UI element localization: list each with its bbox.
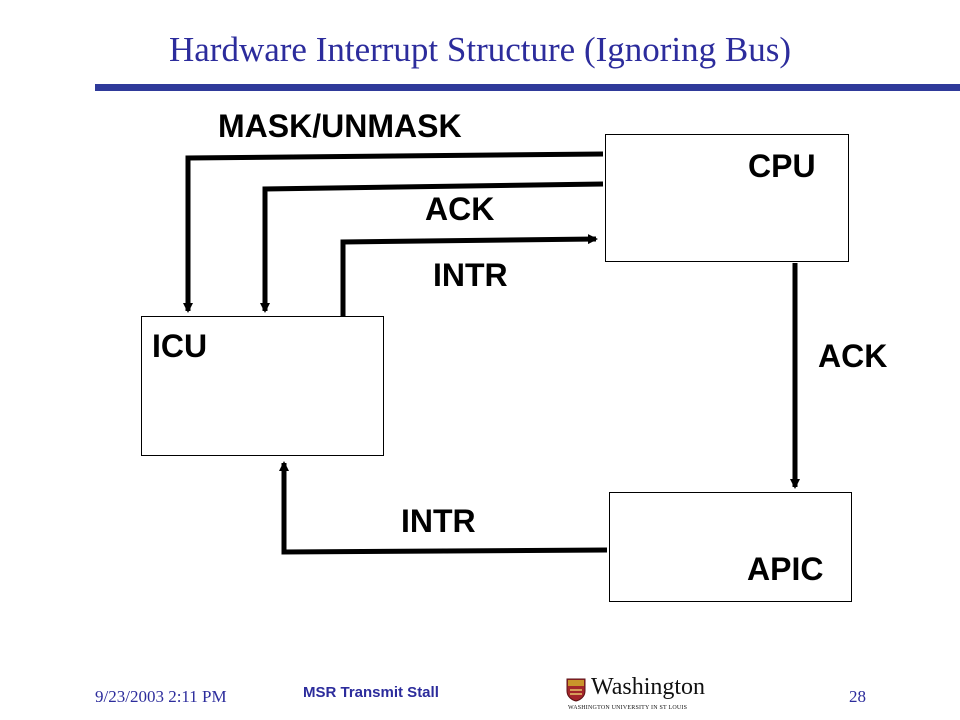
ack-cpu-to-apic-label: ACK xyxy=(818,338,888,374)
intr-apic-to-icu-wire xyxy=(279,461,608,555)
university-shield-icon xyxy=(566,678,586,702)
apic-box xyxy=(609,492,852,602)
ack-cpu-to-icu-wire xyxy=(260,181,604,313)
cpu-box xyxy=(605,134,849,262)
slide-title: Hardware Interrupt Structure (Ignoring B… xyxy=(168,30,792,69)
mask-unmask-label: MASK/UNMASK xyxy=(218,108,462,144)
ack-cpu-to-icu-label: ACK xyxy=(425,191,495,227)
university-logo: Washington WASHINGTON UNIVERSITY IN ST L… xyxy=(566,674,726,714)
intr-apic-to-icu-label: INTR xyxy=(401,503,476,539)
logo-subtitle: WASHINGTON UNIVERSITY IN ST LOUIS xyxy=(568,705,688,711)
title-rule xyxy=(95,84,960,91)
logo-wordmark: Washington xyxy=(591,674,706,700)
cpu-label: CPU xyxy=(748,148,816,184)
icu-box xyxy=(141,316,384,456)
intr-icu-to-cpu-wire xyxy=(340,234,598,318)
footer-title: MSR Transmit Stall xyxy=(303,684,439,701)
apic-label: APIC xyxy=(747,551,824,587)
intr-icu-to-cpu-label: INTR xyxy=(433,257,508,293)
footer-date: 9/23/2003 2:11 PM xyxy=(95,687,227,706)
page-number: 28 xyxy=(849,687,866,706)
mask-unmask-wire xyxy=(183,151,604,313)
icu-label: ICU xyxy=(152,328,208,364)
